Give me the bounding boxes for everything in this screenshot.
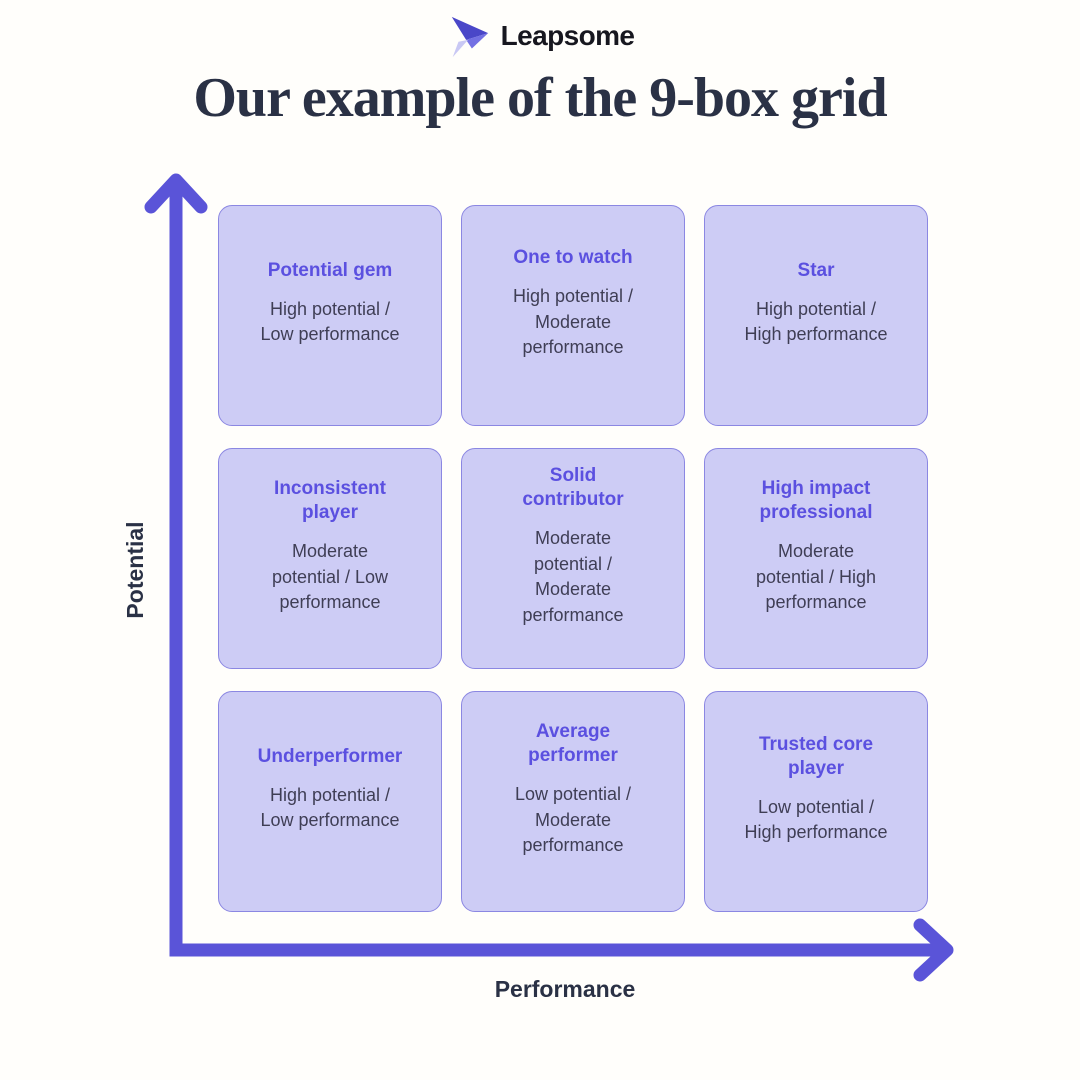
y-axis-arrowhead-icon <box>144 173 208 214</box>
grid-cell-trusted-core-player: Trusted core player Low potential / High… <box>704 691 928 912</box>
cell-title: Trusted core player <box>758 734 874 779</box>
grid-cell-high-impact-professional: High impact professional Moderate potent… <box>704 448 928 669</box>
cell-title: Star <box>797 259 835 281</box>
cell-subtitle: High potential / Low performance <box>260 784 400 831</box>
cell-subtitle: Low potential / High performance <box>744 796 888 843</box>
page-title: Our example of the 9-box grid <box>193 67 887 129</box>
cell-title: One to watch <box>513 247 633 269</box>
cell-subtitle: Low potential / Moderate performance <box>514 784 632 856</box>
x-axis-arrowhead-icon <box>913 918 954 982</box>
x-axis-label: Performance <box>494 976 636 1002</box>
cell-subtitle: Moderate potential / High performance <box>755 541 877 613</box>
cell-title: Underperformer <box>257 745 403 767</box>
cell-subtitle: High potential / Moderate performance <box>512 286 634 358</box>
cell-title: Inconsistent player <box>274 478 386 524</box>
logo-wordmark: Leapsome <box>500 20 635 51</box>
cell-subtitle: High potential / Low performance <box>260 298 400 345</box>
nine-box-grid: Potential gem High potential / Low perfo… <box>218 205 928 912</box>
grid-cell-star: Star High potential / High performance <box>704 205 928 426</box>
grid-cell-one-to-watch: One to watch High potential / Moderate p… <box>461 205 685 426</box>
y-axis-label: Potential <box>121 521 148 619</box>
cell-title: Solid contributor <box>522 465 624 511</box>
grid-cell-inconsistent-player: Inconsistent player Moderate potential /… <box>218 448 442 669</box>
logo: Leapsome <box>0 10 1080 62</box>
grid-cell-underperformer: Underperformer High potential / Low perf… <box>218 691 442 912</box>
grid-cell-potential-gem: Potential gem High potential / Low perfo… <box>218 205 442 426</box>
cell-subtitle: Moderate potential / Low performance <box>271 541 389 613</box>
cell-title: Average performer <box>528 721 618 767</box>
grid-cell-solid-contributor: Solid contributor Moderate potential / M… <box>461 448 685 669</box>
cell-subtitle: Moderate potential / Moderate performanc… <box>522 528 624 625</box>
cell-title: Potential gem <box>267 259 393 281</box>
cell-title: High impact professional <box>759 478 873 524</box>
grid-cell-average-performer: Average performer Low potential / Modera… <box>461 691 685 912</box>
cell-subtitle: High potential / High performance <box>744 298 888 345</box>
leapsome-bird-icon <box>451 16 488 58</box>
